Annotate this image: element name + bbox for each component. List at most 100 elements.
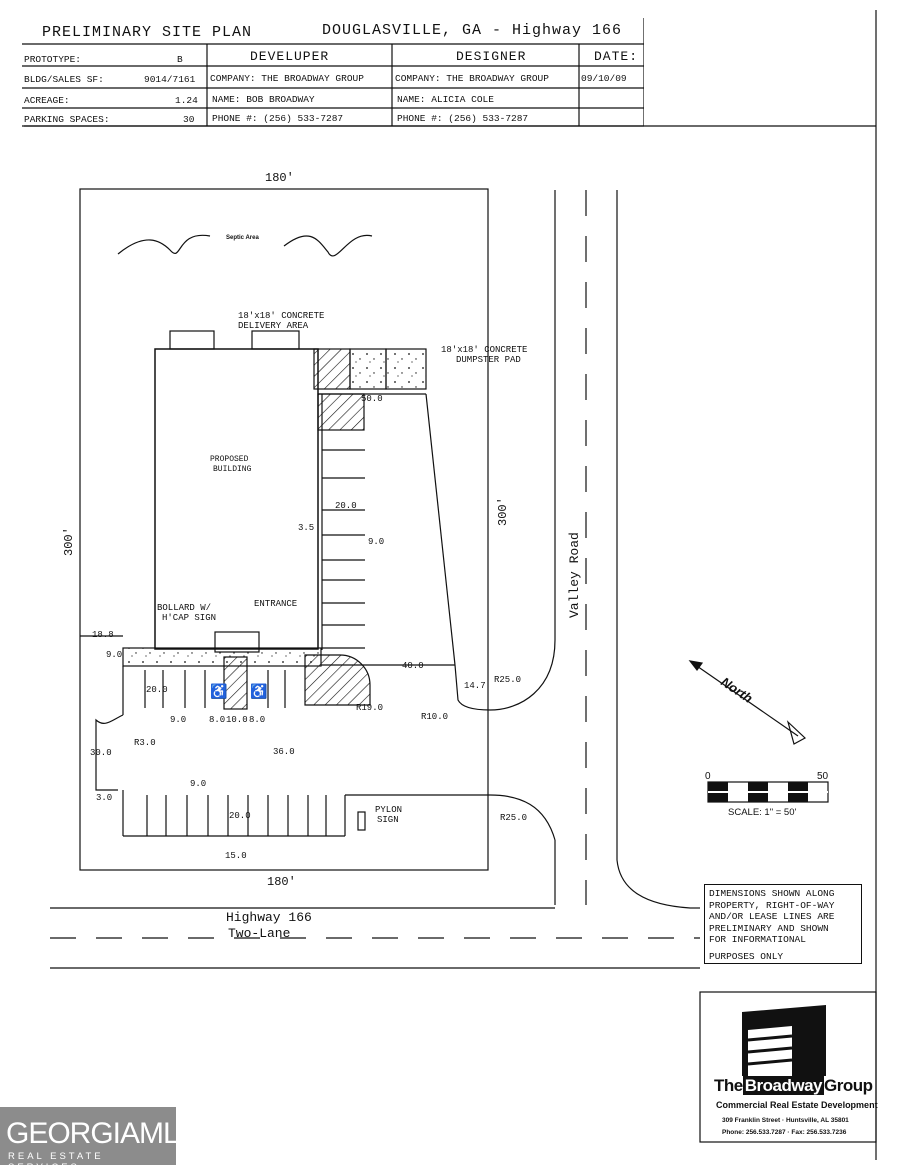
dim-36: 36.0 [273, 747, 295, 757]
parking-label: PARKING SPACES: [24, 114, 110, 125]
note-line: DIMENSIONS SHOWN ALONG [709, 888, 835, 899]
date-header: DATE: [594, 49, 639, 64]
dim-20b: 20.0 [146, 685, 168, 695]
dim-50: 50.0 [361, 394, 383, 404]
logo-phone: Phone: 256.533.7287 · Fax: 256.533.7236 [722, 1129, 847, 1136]
dim-8b: 8.0 [249, 715, 265, 725]
building-projection-right [251, 330, 300, 350]
dim-9a: 9.0 [368, 537, 384, 547]
left-landscape-strip [95, 714, 124, 791]
radius-19: R19.0 [356, 703, 383, 713]
developer-header: DEVELUPER [250, 49, 330, 64]
broadway-logo-graphic [699, 991, 877, 1143]
scale-fifty: 50 [817, 771, 829, 782]
radius-10: R10.0 [421, 712, 448, 722]
bollard-label-2: H'CAP SIGN [162, 613, 216, 623]
entrance-label: ENTRANCE [254, 599, 297, 609]
note-line: AND/OR LEASE LINES ARE [709, 911, 835, 922]
building-label-1: PROPOSED [210, 455, 249, 464]
prototype-value: B [177, 54, 183, 65]
scale-zero: 0 [705, 771, 711, 782]
dim-10: 10.0 [226, 715, 248, 725]
plan-title: PRELIMINARY SITE PLAN [42, 24, 253, 41]
acreage-value: 1.24 [175, 95, 198, 106]
developer-name: NAME: BOB BROADWAY [212, 94, 315, 105]
dumpster-pad-right [385, 348, 427, 390]
designer-phone: PHONE #: (256) 533-7287 [397, 113, 529, 124]
dim-30: 30.0 [90, 748, 112, 758]
note-line: FOR INFORMATIONAL [709, 934, 806, 945]
property-boundary [79, 188, 489, 871]
dim-9c: 9.0 [170, 715, 186, 725]
dim-9b: 9.0 [106, 650, 122, 660]
acreage-label: ACREAGE: [24, 95, 70, 106]
highway-label: Highway 166 [226, 910, 312, 925]
north-label: North [718, 674, 755, 706]
handicap-icon-left: ♿ [210, 683, 227, 701]
pylon-label-2: SIGN [377, 815, 399, 825]
radius-3: R3.0 [134, 738, 156, 748]
georgia-mls-watermark: GEORGIAMLS REAL ESTATE SERVICES [0, 1107, 199, 1173]
delivery-area [313, 348, 351, 390]
dim-40: 40.0 [402, 661, 424, 671]
logo-tagline: Commercial Real Estate Development [716, 1100, 878, 1110]
building-projection-left [169, 330, 215, 350]
plan-location: DOUGLASVILLE, GA - Highway 166 [322, 22, 623, 39]
title-block: PRELIMINARY SITE PLAN DOUGLASVILLE, GA -… [22, 18, 644, 128]
dim-3: 3.0 [96, 793, 112, 803]
mls-sub: REAL ESTATE SERVICES [8, 1151, 104, 1173]
front-sidewalk [122, 647, 322, 667]
dim-20c: 20.0 [229, 811, 251, 821]
delivery-label-2: DELIVERY AREA [238, 321, 309, 331]
septic-label: Septic Area [226, 235, 259, 241]
pylon-label-1: PYLON [375, 805, 402, 815]
bldg-sales-value: 9014/7161 [144, 74, 196, 85]
two-lane-label: Two-Lane [228, 926, 290, 941]
building-label-2: BUILDING [213, 465, 252, 474]
mls-brand: GEORGIAMLS [6, 1117, 199, 1150]
designer-company: COMPANY: THE BROADWAY GROUP [395, 73, 549, 84]
dim-20a: 20.0 [335, 501, 357, 511]
handicap-icon-right: ♿ [250, 683, 267, 701]
developer-company: COMPANY: THE BROADWAY GROUP [210, 73, 364, 84]
logo-address: 309 Franklin Street · Huntsville, AL 358… [722, 1117, 849, 1124]
left-depth-label: 300' [62, 527, 76, 556]
north-arrow [693, 663, 799, 737]
handicap-aisle [223, 656, 248, 710]
landscape-island [304, 654, 371, 706]
top-width-label: 180' [265, 171, 294, 185]
note-line: PROPERTY, RIGHT-OF-WAY [709, 899, 835, 911]
radius-25a: R25.0 [494, 675, 521, 685]
parking-value: 30 [183, 114, 195, 125]
dim-3-5: 3.5 [298, 523, 314, 533]
driveway-curb-south [345, 794, 556, 841]
radius-25b: R25.0 [500, 813, 527, 823]
driveway-curb-north [454, 639, 556, 711]
plan-date: 09/10/09 [581, 73, 627, 84]
valley-road-label: Valley Road [567, 532, 582, 618]
delivery-label-1: 18'x18' CONCRETE [238, 311, 324, 321]
dumpster-label-2: DUMPSTER PAD [456, 355, 521, 365]
hatched-loading-zone [317, 393, 365, 431]
designer-name: NAME: ALICIA COLE [397, 94, 494, 105]
designer-header: DESIGNER [456, 49, 527, 64]
prototype-label: PROTOTYPE: [24, 54, 82, 65]
septic-wave-left [117, 234, 211, 255]
dim-14-7: 14.7 [464, 681, 486, 691]
dimensions-note: DIMENSIONS SHOWN ALONG PROPERTY, RIGHT-O… [704, 884, 862, 964]
bollard-label-1: BOLLARD W/ [157, 603, 211, 613]
developer-phone: PHONE #: (256) 533-7287 [212, 113, 344, 124]
right-depth-label: 300' [496, 497, 510, 526]
dumpster-label-1: 18'x18' CONCRETE [441, 345, 527, 355]
dumpster-pad-left [349, 348, 387, 390]
pylon-sign [357, 811, 366, 831]
bottom-width-label: 180' [267, 875, 296, 889]
scale-text: SCALE: 1" = 50' [728, 807, 796, 818]
entrance-vestibule [214, 631, 260, 653]
note-line: PRELIMINARY AND SHOWN [709, 922, 829, 934]
scale-bar [707, 781, 829, 803]
dim-9d: 9.0 [190, 779, 206, 789]
